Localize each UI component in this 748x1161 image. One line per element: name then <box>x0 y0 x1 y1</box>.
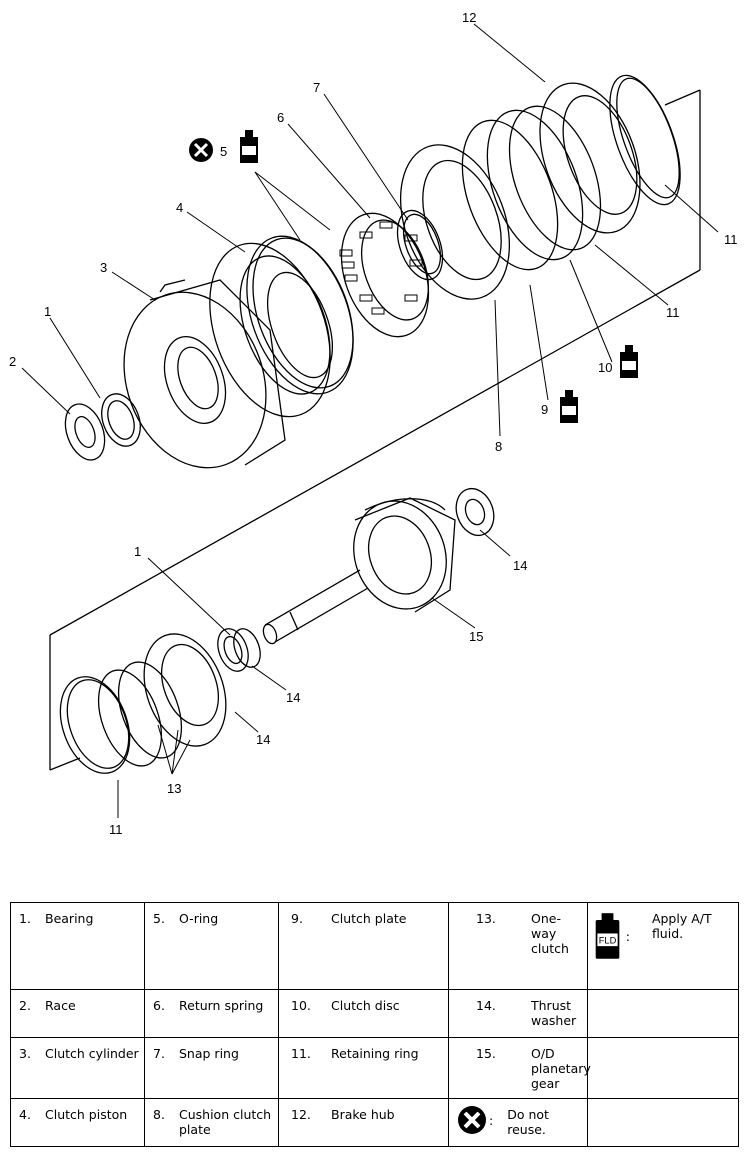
legend-cell: 5.O-ring <box>144 902 279 990</box>
legend-cell-empty <box>587 1098 739 1147</box>
legend-row: 1.Bearing 5.O-ring 9.Clutch plate 13.One… <box>10 902 739 990</box>
legend-cell: 11.Retaining ring <box>278 1037 449 1099</box>
legend-cell: 13.One-way clutch <box>448 902 588 990</box>
legend-cell: 7.Snap ring <box>144 1037 279 1099</box>
leader-lines <box>21 23 719 818</box>
callout-9: 9 <box>541 402 548 417</box>
legend-cell: 14.Thrust washer <box>448 989 588 1038</box>
exploded-view-diagram: 1 2 3 4 5 6 7 8 9 10 11 11 12 1 14 14 14… <box>9 10 738 837</box>
legend-cell: 10.Clutch disc <box>278 989 449 1038</box>
part-od-planetary-gear <box>353 497 456 613</box>
callout-11: 11 <box>724 232 738 247</box>
callout-3: 3 <box>100 260 107 275</box>
part-bearing-lower <box>217 628 249 672</box>
legend-cell-empty <box>587 989 739 1038</box>
part-thrust-washer-top <box>455 487 495 537</box>
callout-14: 14 <box>513 558 527 573</box>
part-o-ring <box>246 235 354 395</box>
fluid-bottle-icon <box>560 390 578 423</box>
legend-cell: 6.Return spring <box>144 989 279 1038</box>
callout-6: 6 <box>277 110 284 125</box>
legend-reuse-text: Do not reuse. <box>507 1107 549 1137</box>
part-cushion-clutch-plate <box>399 144 511 300</box>
part-clutch-plates <box>461 105 602 271</box>
callout-14: 14 <box>286 690 300 705</box>
legend-row: 2.Race 6.Return spring 10.Clutch disc 14… <box>10 989 739 1038</box>
callout-1: 1 <box>44 304 51 319</box>
callout-1: 1 <box>134 544 141 559</box>
do-not-reuse-icon <box>189 138 213 162</box>
legend-key-do-not-reuse: : Do not reuse. <box>448 1098 588 1147</box>
callout-14: 14 <box>256 732 270 747</box>
legend-cell: 15.O/D planetary gear <box>448 1037 591 1099</box>
part-bearing <box>101 393 141 447</box>
legend-key-fluid: FLD : Apply A/T fluid. <box>587 902 739 990</box>
assembly-frame <box>49 89 701 771</box>
callout-10: 10 <box>598 360 612 375</box>
legend-cell: 4.Clutch piston <box>10 1098 145 1147</box>
part-brake-hub <box>539 82 641 234</box>
part-race <box>64 403 106 461</box>
part-output-shaft <box>262 569 369 645</box>
legend-row: 4.Clutch piston 8.Cushion clutch plate 1… <box>10 1098 739 1147</box>
callout-4: 4 <box>176 200 183 215</box>
callout-13: 13 <box>167 781 181 796</box>
fluid-bottle-icon <box>240 130 258 163</box>
legend-cell: 9.Clutch plate <box>278 902 449 990</box>
part-one-way-clutch <box>97 633 227 767</box>
legend-cell: 8.Cushion clutch plate <box>144 1098 279 1147</box>
legend-cell-empty <box>587 1037 739 1099</box>
part-clutch-cylinder <box>123 279 286 469</box>
do-not-reuse-icon <box>458 1106 486 1134</box>
legend-cell: 3.Clutch cylinder <box>10 1037 145 1099</box>
part-retaining-ring <box>609 74 681 206</box>
fluid-bottle-icon: FLD <box>595 913 620 959</box>
fluid-bottle-icon <box>620 345 638 378</box>
part-snap-ring <box>396 209 444 281</box>
legend-cell: 2.Race <box>10 989 145 1038</box>
callout-7: 7 <box>313 80 320 95</box>
legend-fluid-text: Apply A/T fluid. <box>651 911 712 941</box>
callout-8: 8 <box>495 439 502 454</box>
callout-5: 5 <box>220 144 227 159</box>
callout-11: 11 <box>666 305 680 320</box>
svg-text:FLD: FLD <box>599 936 617 946</box>
part-return-spring <box>339 212 430 338</box>
callout-2: 2 <box>9 354 16 369</box>
callout-15: 15 <box>469 629 483 644</box>
legend-cell: 12.Brake hub <box>278 1098 449 1147</box>
part-retaining-ring-lower <box>59 676 131 774</box>
legend-row: 3.Clutch cylinder 7.Snap ring 11.Retaini… <box>10 1037 739 1099</box>
legend-cell: 1.Bearing <box>10 902 145 990</box>
callout-labels: 1 2 3 4 5 6 7 8 9 10 11 11 12 1 14 14 14… <box>9 10 738 837</box>
callout-11: 11 <box>109 822 123 837</box>
parts-legend-table: 1.Bearing 5.O-ring 9.Clutch plate 13.One… <box>10 902 739 1147</box>
callout-12: 12 <box>462 10 476 25</box>
